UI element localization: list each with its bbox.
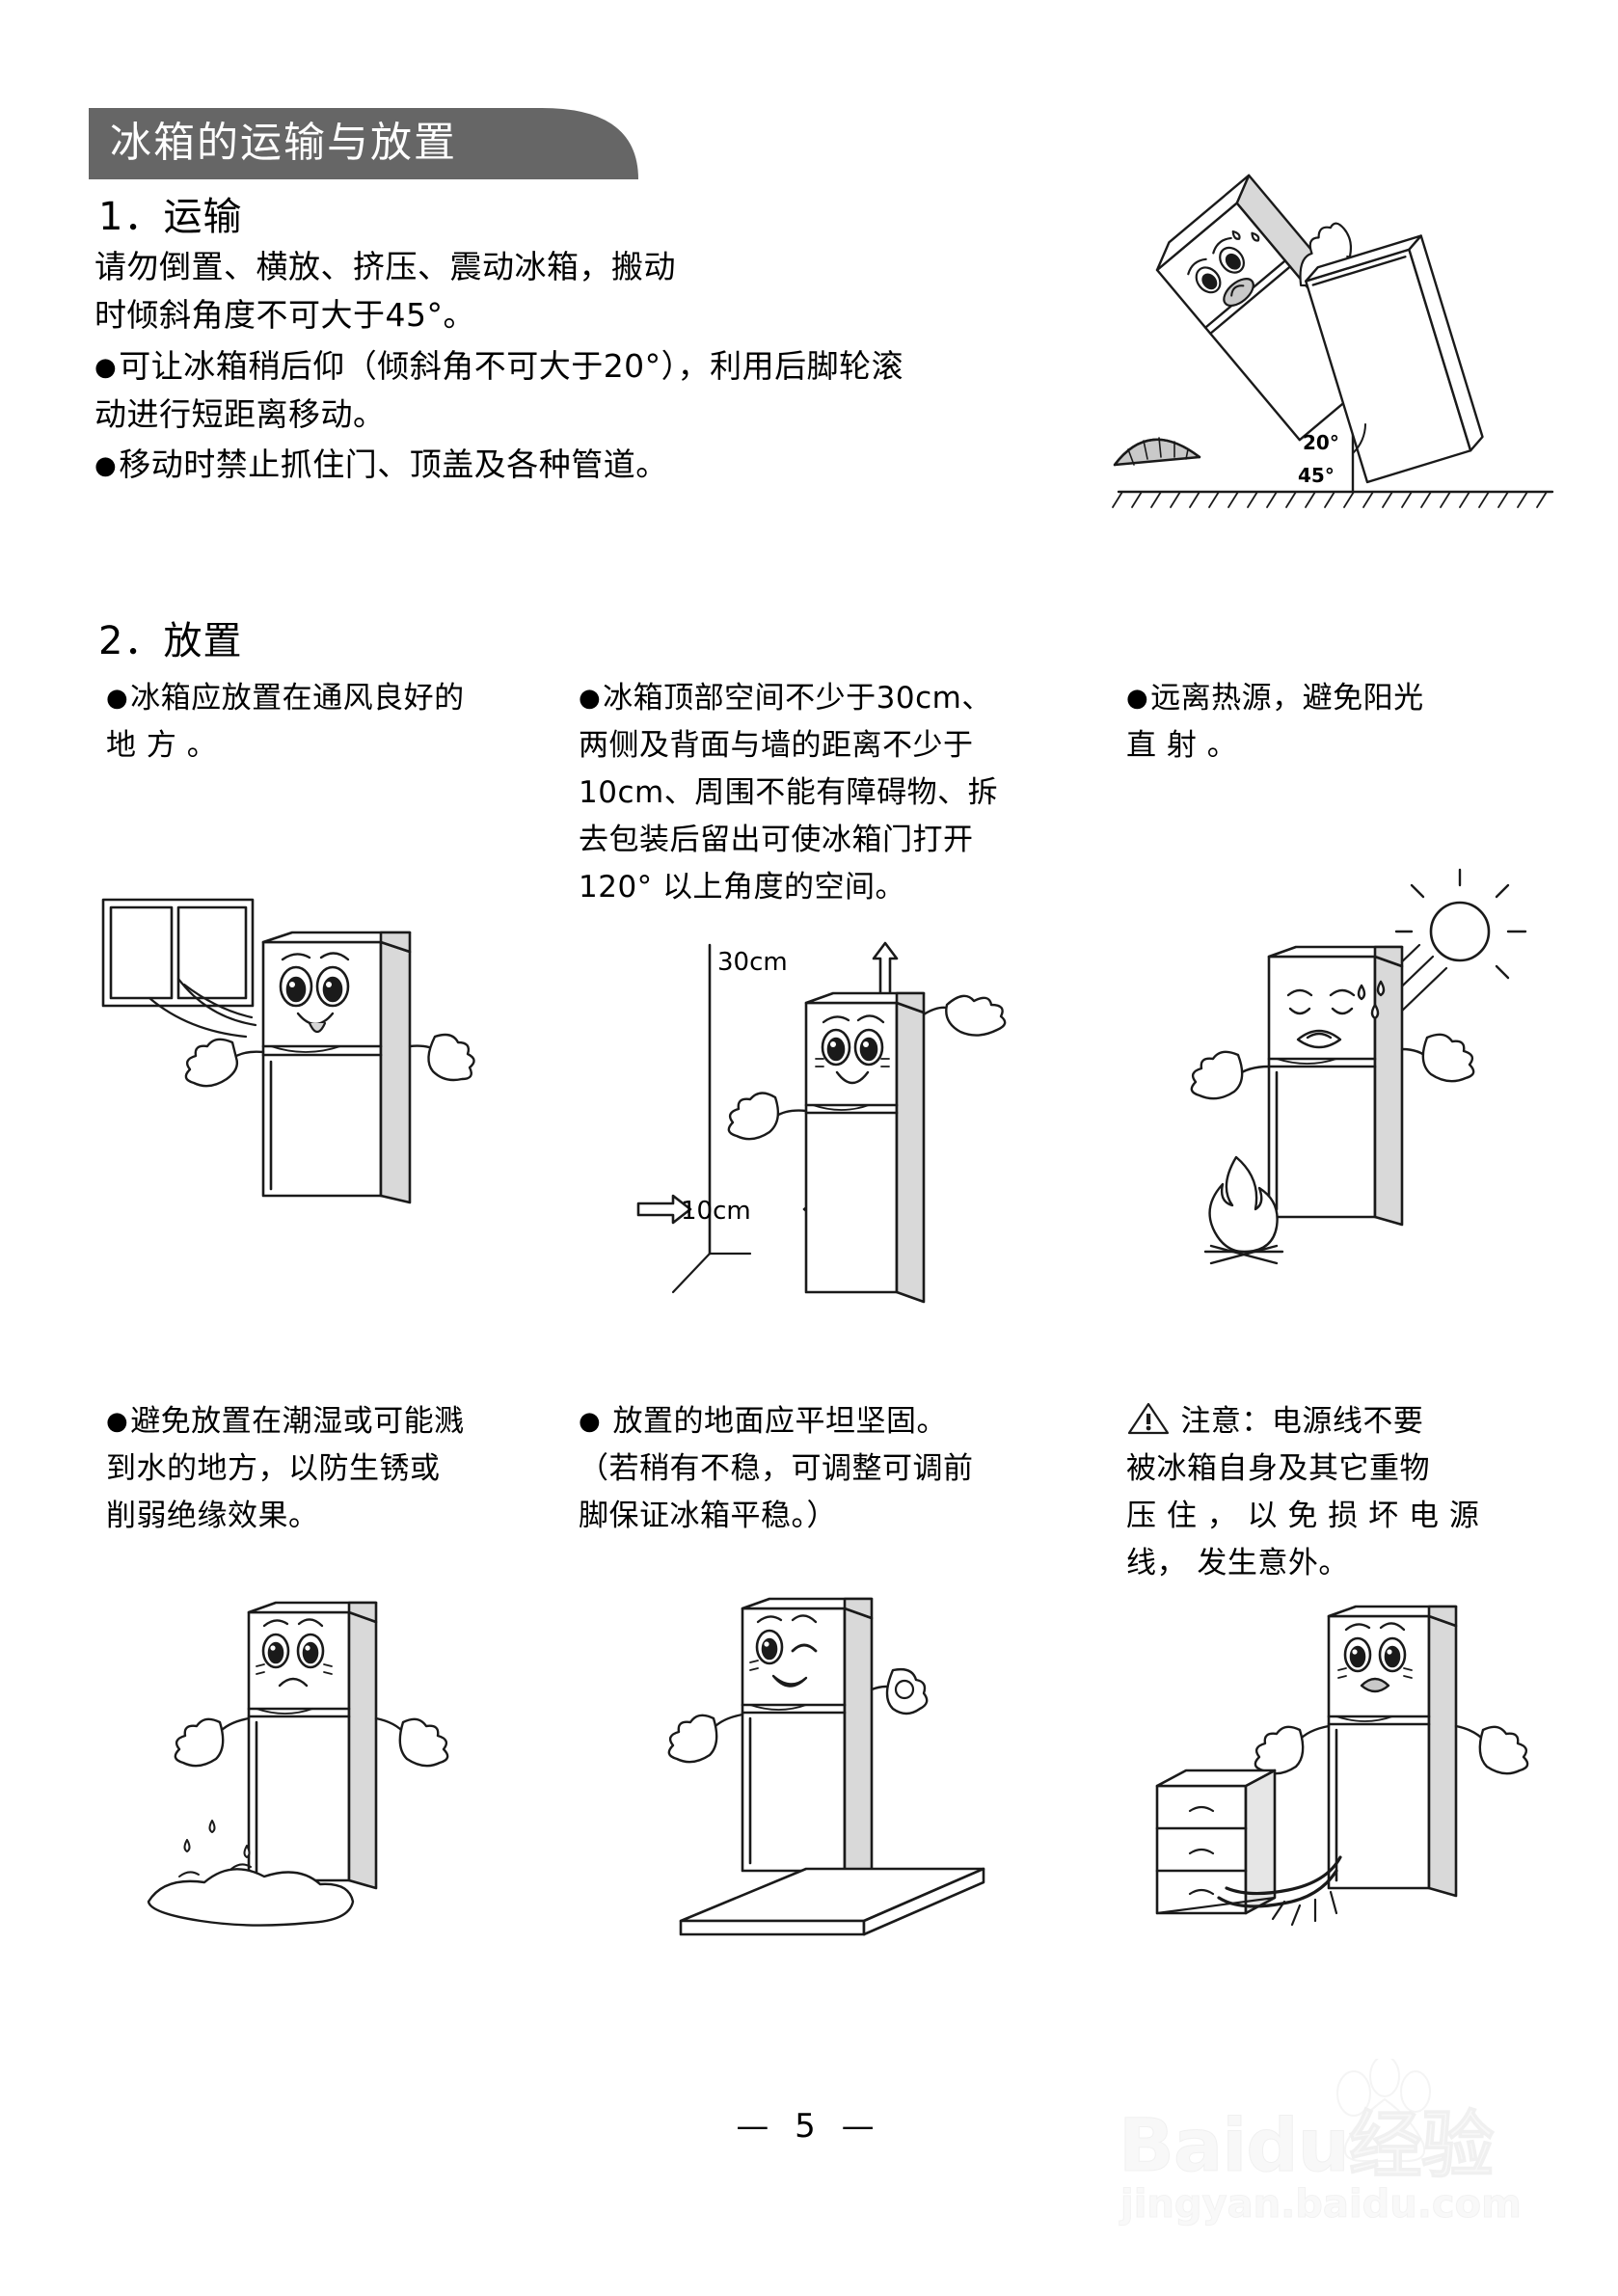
ventilation-line-2: 地 方 。 <box>106 727 218 763</box>
banner-shape <box>89 108 638 179</box>
baidu-watermark: Baidu经验 jingyan.baidu.com <box>1119 2059 1581 2252</box>
level-line-1: 放置的地面应平坦坚固。 <box>579 1398 1041 1445</box>
section2-item-moisture-text: 避免放置在潮湿或可能溅 到水的地方，以防生锈或 削弱绝缘效果。 <box>106 1398 521 1540</box>
figure-refrigerator-near-window <box>92 863 506 1287</box>
level-line-2: （若稍有不稳，可调整可调前 <box>579 1450 974 1486</box>
section2-item-heat-text: 远离热源，避免阳光 直 射 。 <box>1126 675 1531 770</box>
figure-refrigerator-on-platform <box>598 1562 1041 1967</box>
clearance-line-4: 去包装后留出可使冰箱门打开 <box>579 822 974 857</box>
figure-refrigerator-cord-crushed <box>1147 1581 1562 1996</box>
cord-line-3: 压 住 ， 以 免 损 坏 电 源 <box>1126 1498 1480 1533</box>
figure-refrigerator-sun-fire <box>1109 868 1533 1292</box>
clearance-side-label: 10cm <box>681 1197 751 1226</box>
figure-transport-tilt: 45° 20° <box>1109 164 1562 511</box>
paw-icon <box>1336 2059 1431 2162</box>
section1-bullet-1-line-2: 动进行短距离移动。 <box>94 395 386 434</box>
section2-heading: 2．放置 <box>98 619 243 663</box>
section1-heading: 1．运输 <box>98 195 243 239</box>
cord-line-1: 注意：电源线不要 <box>1126 1398 1541 1445</box>
section1-bullet-2-line-1: 移动时禁止抓住门、顶盖及各种管道。 <box>94 441 668 489</box>
figure-refrigerator-water-puddle <box>106 1562 530 1967</box>
figure-refrigerator-wall-clearance: 30cm 10cm <box>617 926 1061 1311</box>
section1-paragraph-line-1: 请勿倒置、横放、挤压、震动冰箱，搬动 <box>94 248 676 285</box>
heat-line-2: 直 射 。 <box>1126 727 1238 763</box>
watermark-sub: jingyan.baidu.com <box>1120 2182 1523 2228</box>
section-banner: 冰箱的运输与放置 <box>89 108 638 179</box>
clearance-line-5: 120° 以上角度的空间。 <box>579 869 906 905</box>
cord-line-2: 被冰箱自身及其它重物 <box>1126 1450 1430 1486</box>
banner-title: 冰箱的运输与放置 <box>110 119 457 168</box>
angle-45-label: 45° <box>1298 464 1335 487</box>
moisture-line-2: 到水的地方，以防生锈或 <box>106 1450 441 1486</box>
section1-bullet-1: 可让冰箱稍后仰（倾斜角不可大于20°），利用后脚轮滚 动进行短距离移动。 <box>94 342 903 439</box>
warning-triangle-icon <box>1127 1402 1170 1435</box>
section1-paragraph-line-2: 时倾斜角度不可大于45°。 <box>94 296 475 335</box>
clearance-line-3: 10cm、周围不能有障碍物、拆 <box>579 774 999 810</box>
clearance-line-2: 两侧及背面与墙的距离不少于 <box>579 727 974 763</box>
section1-bullet-2: 移动时禁止抓住门、顶盖及各种管道。 <box>94 441 668 489</box>
moisture-line-1: 避免放置在潮湿或可能溅 <box>106 1398 521 1445</box>
section2-item-ventilation-text: 冰箱应放置在通风良好的 地 方 。 <box>106 675 511 770</box>
section1-paragraph: 请勿倒置、横放、挤压、震动冰箱，搬动 时倾斜角度不可大于45°。 <box>94 243 676 339</box>
angle-20-label: 20° <box>1303 431 1339 454</box>
watermark-main: Baidu经验 <box>1119 2102 1496 2189</box>
heat-line-1: 远离热源，避免阳光 <box>1126 675 1531 722</box>
moisture-line-3: 削弱绝缘效果。 <box>106 1498 319 1533</box>
section1-bullet-1-line-1: 可让冰箱稍后仰（倾斜角不可大于20°），利用后脚轮滚 <box>94 342 903 391</box>
section2-item-clearance-text: 冰箱顶部空间不少于30cm、 两侧及背面与墙的距离不少于 10cm、周围不能有障… <box>579 675 1032 911</box>
section2-item-level-text: 放置的地面应平坦坚固。 （若稍有不稳，可调整可调前 脚保证冰箱平稳。） <box>579 1398 1041 1540</box>
clearance-line-1: 冰箱顶部空间不少于30cm、 <box>579 675 1032 722</box>
cord-line-4: 线， 发生意外。 <box>1126 1545 1349 1580</box>
cord-line-1-text: 注意：电源线不要 <box>1171 1404 1424 1439</box>
clearance-top-label: 30cm <box>717 948 788 977</box>
ventilation-line-1: 冰箱应放置在通风良好的 <box>106 675 511 722</box>
section2-item-cord-text: 注意：电源线不要 被冰箱自身及其它重物 压 住 ， 以 免 损 坏 电 源 线，… <box>1126 1398 1541 1587</box>
level-line-3: 脚保证冰箱平稳。） <box>579 1498 837 1533</box>
page-number: — 5 — <box>736 2107 882 2146</box>
